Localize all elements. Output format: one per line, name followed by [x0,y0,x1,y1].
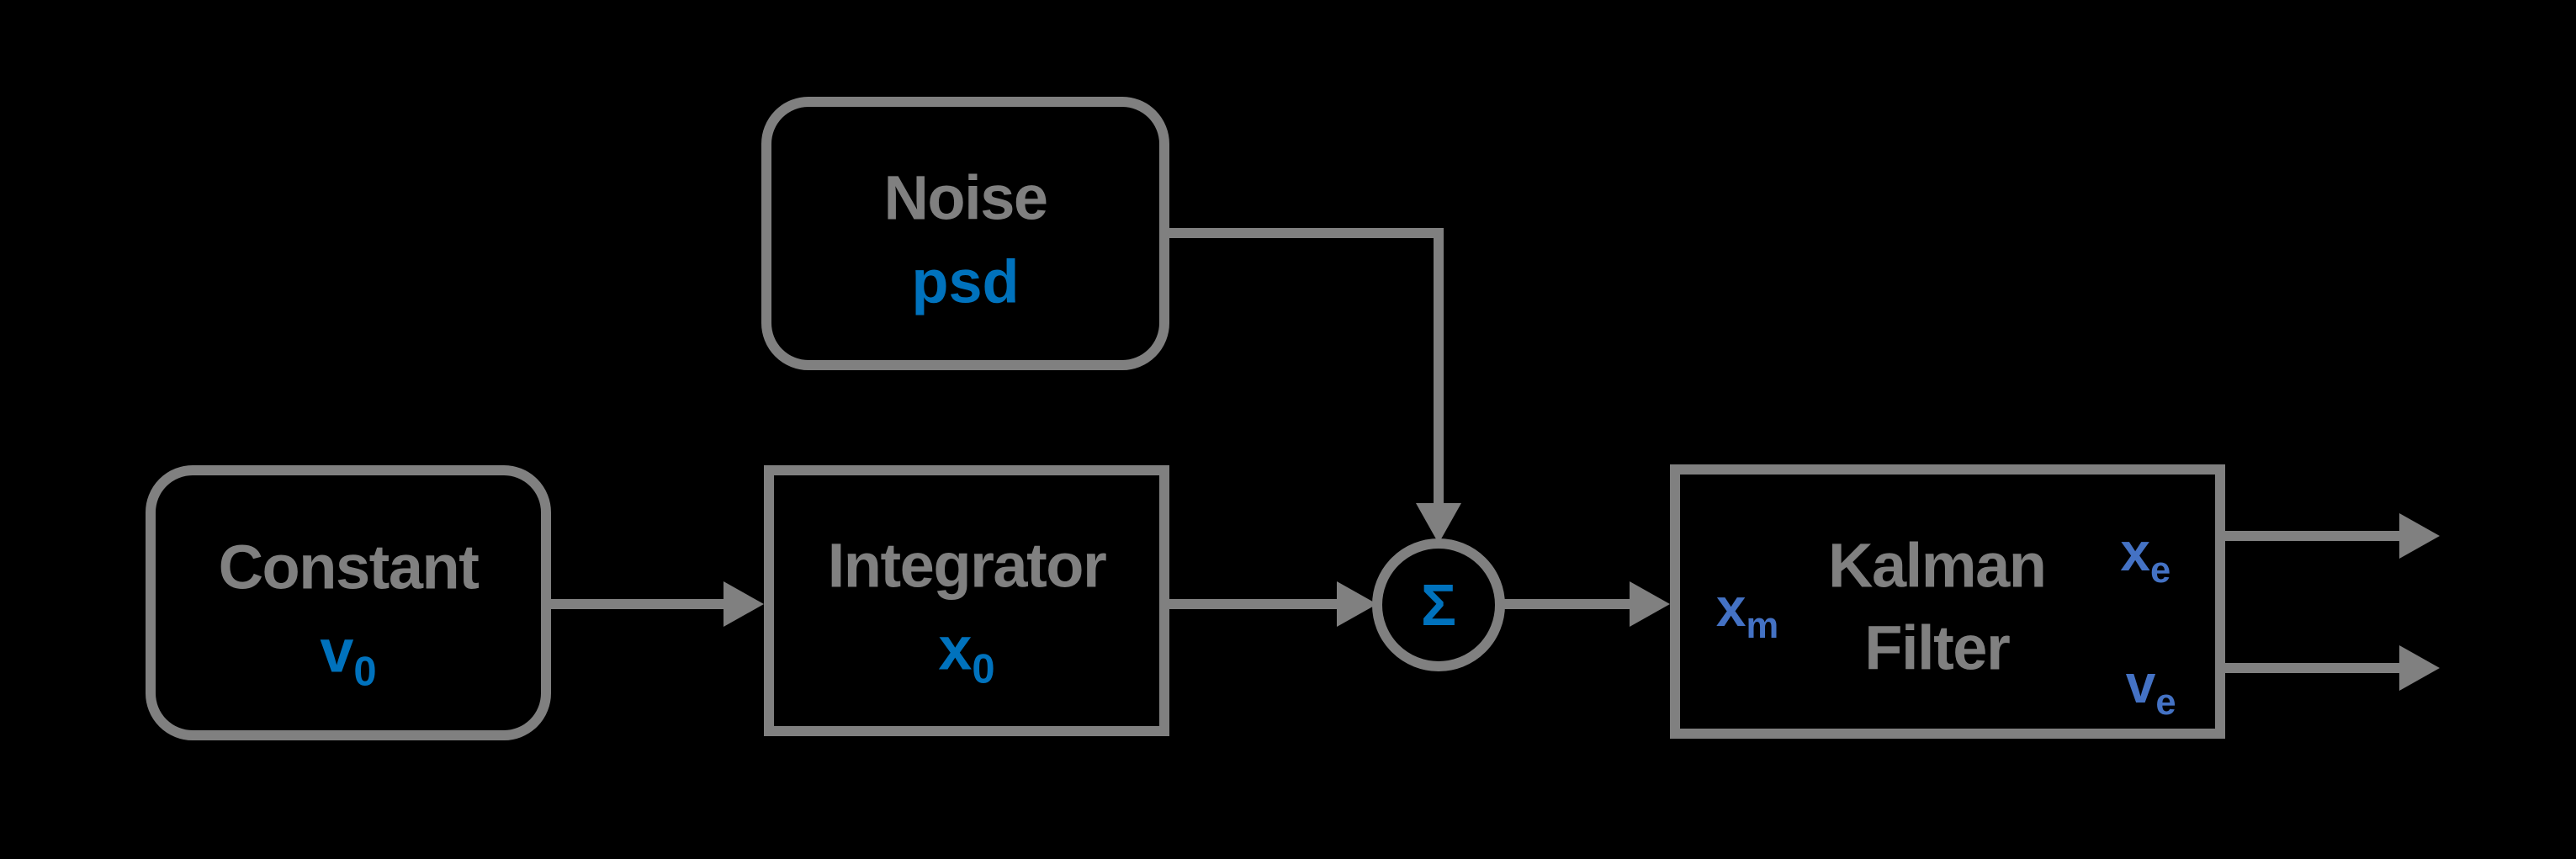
kalman-output-bottom-arrowhead [2399,645,2440,691]
port-sub: e [2150,549,2171,591]
param-base: x [938,615,973,683]
integrator-to-sum-arrowhead [1337,581,1377,627]
kalman-input-port-xm: xm [1716,576,1778,647]
constant-to-integrator-arrowhead [724,581,764,627]
constant-block-label: Constant [218,532,480,602]
sum-to-kalman-arrowhead [1630,581,1670,627]
kalman-output-port-xe: xe [2120,521,2171,591]
noise-block: Noise psd [761,97,1169,370]
port-base: v [2125,653,2156,714]
noise-block-label: Noise [883,162,1048,233]
port-base: x [2120,521,2151,582]
param-base: v [320,618,354,686]
kalman-filter-block: Kalman Filter xm xe ve [1670,464,2225,739]
sum-junction-symbol: Σ [1420,572,1457,638]
integrator-block: Integrator x0 [764,465,1169,736]
param-sub: 0 [353,649,377,695]
port-sub: e [2155,681,2176,723]
integrator-block-label: Integrator [827,530,1107,601]
param-sub: 0 [972,645,995,692]
param-base: psd [911,248,1020,316]
noise-block-parameter: psd [911,247,1019,326]
kalman-title-line1: Kalman [1828,530,2047,601]
port-sub: m [1746,606,1779,647]
constant-block-parameter: v0 [320,618,376,696]
kalman-filter-title: Kalman Filter [1828,524,2047,688]
constant-block: Constant v0 [146,465,551,740]
integrator-block-parameter: x0 [938,614,994,692]
noise-to-sum-wire [1169,228,1444,505]
kalman-title-line2: Filter [1864,612,2011,683]
noise-to-sum-arrowhead [1416,503,1461,544]
kalman-output-top-arrowhead [2399,513,2440,559]
port-base: x [1715,577,1746,639]
kalman-output-port-ve: ve [2126,653,2176,724]
